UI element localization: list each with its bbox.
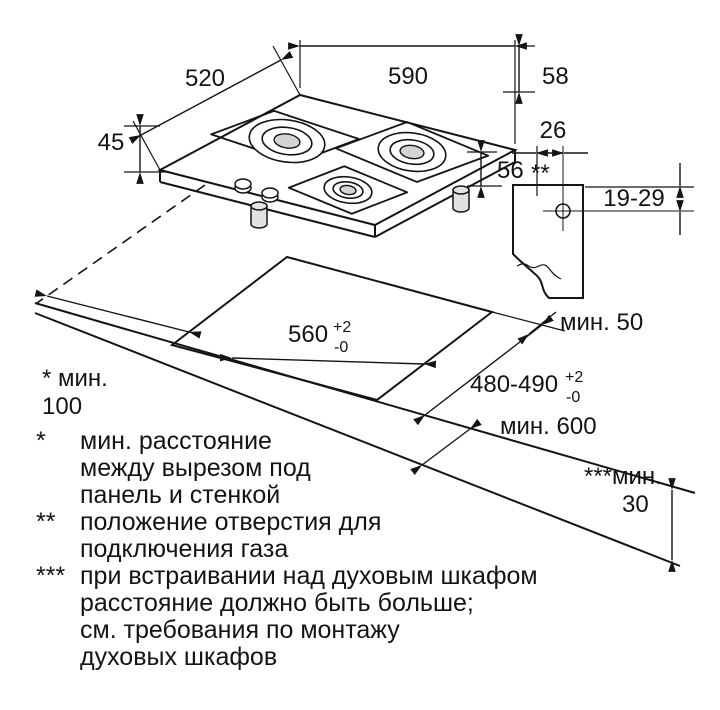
- burner-right: [334, 121, 490, 183]
- cutout-width-tol-minus: -0: [334, 339, 348, 356]
- cutout-width-tol-plus: +2: [333, 319, 351, 336]
- side-panel-break-line: [516, 263, 562, 280]
- hob-foot-left: [250, 201, 268, 229]
- hob-foot-right: [452, 185, 470, 213]
- footnote-2-line-1: положение отверстия для: [80, 508, 381, 536]
- cutout-depth-label: 480-490: [470, 371, 558, 398]
- footnotes-block: * мин. расстояние между вырезом под пане…: [36, 427, 538, 671]
- footnote-1-line-3: панель и стенкой: [80, 481, 280, 509]
- cutout-depth-ext-line: [491, 311, 566, 332]
- worktop-cutout-outline: [169, 255, 495, 402]
- gas-connection-detail: 26 19-29 мин. 50: [512, 117, 694, 345]
- min-front-label: мин. 600: [500, 413, 597, 440]
- pan-support-right: [334, 121, 490, 183]
- dim-min-side: * мин. 100: [34, 289, 202, 420]
- dim-cutout-width: 560 +2 -0: [219, 319, 437, 369]
- hob-depth-label: 520: [185, 65, 225, 92]
- footnote-3-marker: ***: [36, 562, 65, 590]
- cutout-depth-tol-minus: -0: [566, 389, 580, 406]
- min-side-dim-line: [34, 289, 202, 339]
- gas-footnote-marker: **: [531, 160, 550, 187]
- footnote-1-line-2: между вырезом под: [80, 454, 311, 482]
- min-side-label: * мин.: [42, 365, 108, 392]
- hob-isometric-view: [157, 93, 518, 238]
- wall-projection-dashed-line: [36, 184, 206, 304]
- gas-min-back-label: мин. 50: [560, 309, 643, 336]
- pan-support-front: [287, 165, 409, 215]
- burner-front: [287, 165, 409, 215]
- hob-height-label: 45: [98, 129, 125, 156]
- footnote-3-line-4: духовых шкафов: [80, 643, 277, 671]
- cutout-width-dim-line: [219, 353, 437, 369]
- cutout-depth-tol-plus: +2: [565, 369, 583, 386]
- min-oven-label: ***мин.: [584, 463, 662, 490]
- footnote-2-line-2: подключения газа: [80, 535, 288, 563]
- control-knob-1: [234, 178, 252, 194]
- min-front-dim-line: [410, 418, 482, 476]
- gas-offset-label: 26: [540, 117, 567, 144]
- min-oven-value: 30: [622, 491, 649, 518]
- control-knob-2: [261, 187, 279, 203]
- footnote-1-line-1: мин. расстояние: [80, 427, 272, 455]
- dim-hob-height: 45: [98, 114, 170, 184]
- cutout-depth-dim-line: [413, 314, 554, 426]
- cutout-width-label: 560: [288, 321, 328, 348]
- dim-cutout-depth: 480-490 +2 -0: [413, 311, 583, 426]
- hob-width-label: 590: [388, 63, 428, 90]
- dim-hob-body: 56 **: [467, 140, 550, 198]
- dim-hob-width: 590: [288, 40, 527, 144]
- burner-right-cap: [399, 144, 425, 160]
- dim-hob-edge: 58: [503, 34, 569, 104]
- hob-edge-label: 58: [542, 63, 569, 90]
- side-panel-outline: [512, 184, 584, 299]
- hob-body-label: 56: [497, 157, 524, 184]
- dim-min-front: мин. 600: [410, 413, 597, 476]
- dim-gas-offset: 26: [512, 117, 588, 196]
- footnote-1-marker: *: [36, 427, 46, 455]
- footnote-2-marker: **: [36, 508, 56, 536]
- dim-gas-hole-range: 19-29: [585, 163, 694, 235]
- footnote-3-line-3: см. требования по монтажу: [80, 616, 400, 644]
- gas-hole-range-label: 19-29: [603, 185, 664, 212]
- dim-min-oven: ***мин. 30: [584, 463, 676, 572]
- burner-front-cap: [339, 184, 357, 196]
- dim-hob-depth: 520: [128, 45, 301, 171]
- footnote-3-line-1: при встраивании над духовым шкафом: [80, 562, 538, 590]
- footnote-3-line-2: расстояние должно быть больше;: [80, 589, 474, 617]
- worktop-front-edge-bottom: [34, 312, 681, 567]
- min-side-value: 100: [42, 393, 82, 420]
- dim-gas-min-back: мин. 50: [517, 309, 643, 345]
